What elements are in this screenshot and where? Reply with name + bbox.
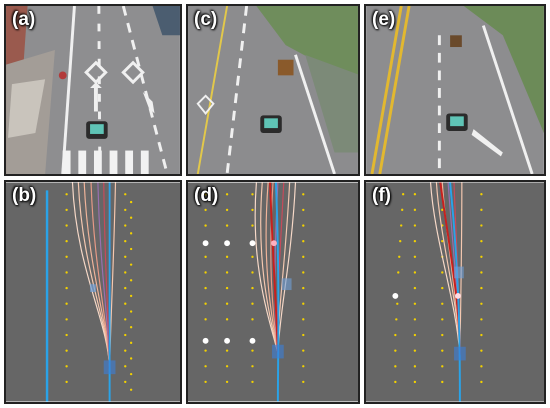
scene-e-image bbox=[366, 6, 544, 174]
car-icon bbox=[86, 121, 108, 139]
panel-c-scene: (c) bbox=[186, 4, 360, 176]
plot-d bbox=[188, 182, 358, 402]
panel-e-scene: (e) bbox=[364, 4, 546, 176]
panel-e-label: (e) bbox=[372, 9, 396, 30]
scene-a-image bbox=[6, 6, 180, 174]
panel-b-plot: (b) bbox=[4, 180, 182, 404]
scene-c-image bbox=[188, 6, 358, 174]
panel-b-label: (b) bbox=[12, 185, 37, 206]
car-icon bbox=[446, 113, 468, 132]
plot-b bbox=[6, 182, 180, 402]
panel-f-label: (f) bbox=[372, 185, 391, 206]
panel-c-label: (c) bbox=[194, 9, 218, 30]
panel-d-label: (d) bbox=[194, 185, 219, 206]
plot-f bbox=[366, 182, 544, 402]
panel-f-plot: (f) bbox=[364, 180, 546, 404]
car-icon bbox=[260, 115, 282, 133]
panel-a-scene: (a) bbox=[4, 4, 182, 176]
panel-d-plot: (d) bbox=[186, 180, 360, 404]
panel-a-label: (a) bbox=[12, 9, 36, 30]
